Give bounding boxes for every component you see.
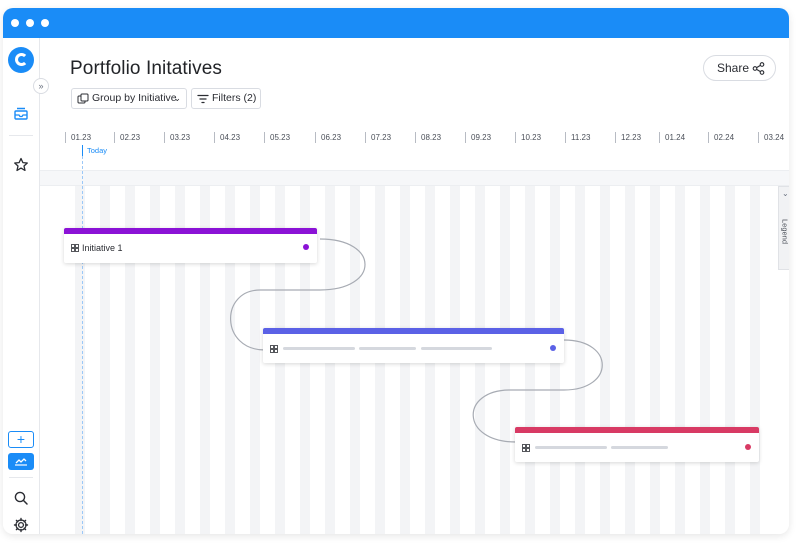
month-label: 08.23	[415, 132, 441, 143]
today-line	[82, 156, 83, 534]
legend-label: Legend	[780, 218, 790, 245]
initiative-card[interactable]	[515, 427, 759, 462]
sidebar-divider	[9, 477, 33, 478]
initiative-color-bar	[263, 328, 564, 334]
sidebar-expand-button[interactable]: »	[33, 78, 49, 94]
window-minimize-dot[interactable]	[26, 19, 34, 27]
filters-label: Filters (2)	[212, 92, 257, 104]
month-label: 04.23	[214, 132, 240, 143]
workspace-button[interactable]	[8, 453, 34, 470]
month-label: 11.23	[565, 132, 590, 143]
status-dot	[550, 345, 556, 351]
share-button[interactable]: Share	[703, 55, 776, 81]
group-by-dropdown[interactable]: Group by Initiative ⌄	[71, 88, 187, 109]
month-label: 03.23	[164, 132, 190, 143]
initiative-color-bar	[515, 427, 759, 433]
share-icon	[752, 62, 765, 75]
app-window: + » Portfolio Initatives Share	[3, 8, 789, 534]
sidebar: +	[3, 38, 40, 534]
star-icon[interactable]	[12, 156, 30, 174]
legend-toggle[interactable]: ⌄ Legend	[778, 186, 789, 270]
today-marker: Today	[82, 145, 107, 156]
filters-button[interactable]: Filters (2)	[191, 88, 261, 109]
initiative-icon	[71, 244, 79, 252]
month-label: 01.24	[659, 132, 685, 143]
chevron-down-icon: ⌄	[173, 93, 181, 103]
month-label: 03.24	[758, 132, 784, 143]
initiative-card[interactable]: Initiative 1	[64, 228, 317, 263]
month-label: 10.23	[515, 132, 541, 143]
page-title: Portfolio Initatives	[70, 58, 222, 79]
inbox-stack-icon[interactable]	[12, 104, 30, 122]
add-symbol: +	[16, 431, 26, 447]
placeholder-line	[283, 347, 355, 350]
timeline-header: 01.23 02.23 03.23 04.23 05.23 06.23 07.2…	[40, 132, 789, 170]
sidebar-divider	[9, 135, 33, 136]
placeholder-line	[611, 446, 668, 449]
initiative-icon	[270, 345, 278, 353]
month-label: 06.23	[315, 132, 341, 143]
placeholder-line	[359, 347, 416, 350]
initiative-card[interactable]	[263, 328, 564, 363]
workspace-icon	[15, 458, 27, 466]
month-label: 09.23	[465, 132, 491, 143]
month-label: 05.23	[264, 132, 290, 143]
group-icon	[77, 93, 89, 104]
filter-icon	[197, 94, 209, 104]
search-icon[interactable]	[12, 489, 30, 507]
placeholder-line	[421, 347, 492, 350]
month-label: 07.23	[365, 132, 391, 143]
status-dot	[745, 444, 751, 450]
add-button[interactable]: +	[8, 431, 34, 448]
chevron-down-icon: ⌄	[782, 189, 789, 198]
initiative-icon	[522, 444, 530, 452]
dependency-connectors	[230, 238, 603, 443]
initiative-color-bar	[64, 228, 317, 234]
window-maximize-dot[interactable]	[41, 19, 49, 27]
window-titlebar	[3, 8, 789, 38]
initiative-label: Initiative 1	[82, 243, 123, 253]
month-label: 01.23	[65, 132, 91, 143]
group-by-label: Group by Initiative	[92, 92, 177, 104]
gear-icon[interactable]	[12, 516, 30, 534]
month-label: 02.24	[708, 132, 734, 143]
timeline-band	[40, 170, 789, 186]
app-logo[interactable]	[8, 47, 34, 73]
window-close-dot[interactable]	[11, 19, 19, 27]
share-label: Share	[717, 61, 750, 75]
month-label: 02.23	[114, 132, 140, 143]
placeholder-line	[535, 446, 607, 449]
status-dot	[303, 244, 309, 250]
month-label: 12.23	[615, 132, 641, 143]
main-content: Portfolio Initatives Share Group by Init…	[40, 38, 789, 534]
